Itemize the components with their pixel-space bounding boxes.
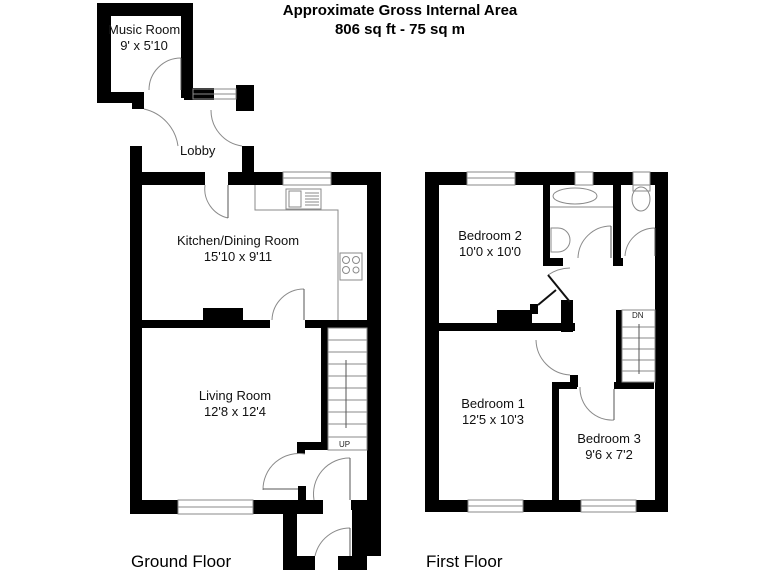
- room-label-bedroom-1: Bedroom 1 12'5 x 10'3: [458, 396, 528, 428]
- room-label-living-room: Living Room 12'8 x 12'4: [190, 388, 280, 420]
- room-label-bedroom-2: Bedroom 2 10'0 x 10'0: [455, 228, 525, 260]
- first-floor-label: First Floor: [426, 552, 503, 571]
- first-floor-fixtures: [466, 171, 656, 513]
- ground-floor-label: Ground Floor: [131, 552, 232, 571]
- stairs-down-label: DN: [632, 311, 644, 320]
- room-size: 15'10 x 9'11: [203, 249, 273, 264]
- room-size: 9'6 x 7'2: [585, 447, 633, 462]
- room-name: Music Room: [108, 22, 181, 37]
- room-size: 10'0 x 10'0: [458, 244, 522, 259]
- room-size: 12'5 x 10'3: [461, 412, 525, 427]
- ground-floor-walls: [97, 3, 381, 570]
- room-label-bedroom-3: Bedroom 3 9'6 x 7'2: [574, 431, 644, 463]
- room-name: Bedroom 2: [458, 228, 522, 243]
- room-size: 12'8 x 12'4: [203, 404, 267, 419]
- room-name: Bedroom 1: [461, 396, 525, 411]
- first-floor-walls: [425, 172, 668, 512]
- room-label-music-room: Music Room 9' x 5'10: [108, 22, 180, 54]
- room-name: Kitchen/Dining Room: [176, 233, 300, 248]
- gross-area: 806 sq ft - 75 sq m: [334, 21, 466, 38]
- room-name: Living Room: [198, 388, 272, 403]
- room-label-kitchen: Kitchen/Dining Room 15'10 x 9'11: [170, 233, 306, 265]
- room-name: Bedroom 3: [577, 431, 641, 446]
- room-size: 9' x 5'10: [120, 38, 168, 53]
- plan-title: Approximate Gross Internal Area: [282, 2, 518, 19]
- ground-floor-fixtures: [143, 57, 368, 557]
- stairs-up-label: UP: [339, 440, 351, 449]
- room-label-lobby: Lobby: [180, 143, 216, 158]
